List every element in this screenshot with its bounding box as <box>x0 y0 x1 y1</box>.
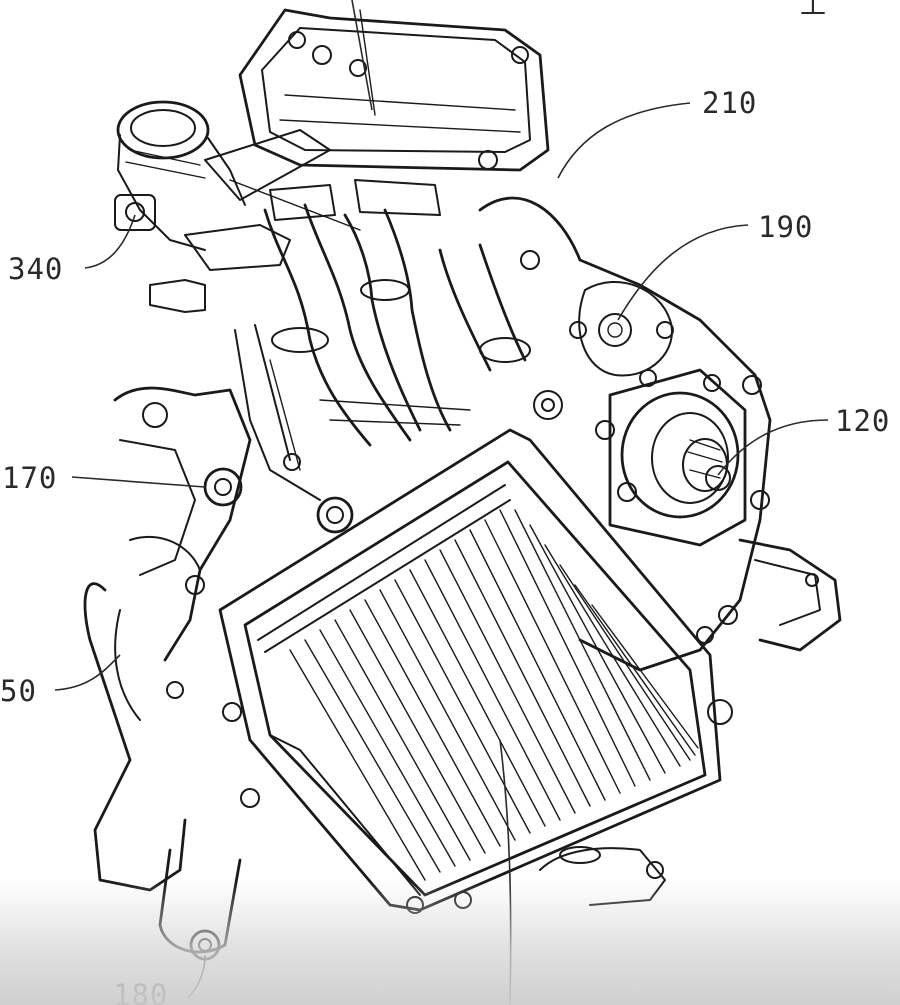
leader-190 <box>617 224 749 321</box>
transmission-cover <box>738 538 842 652</box>
throttle-body <box>114 100 361 313</box>
leader-340 <box>84 214 136 269</box>
water-pump-housing <box>478 196 772 672</box>
label-170: 170 <box>2 461 57 495</box>
coolant-hoses <box>263 179 531 447</box>
label-210: 210 <box>702 86 757 120</box>
leader-top <box>351 0 373 111</box>
leader-210 <box>557 102 691 179</box>
label-340: 340 <box>8 252 63 286</box>
radiator-fins <box>289 509 699 881</box>
label-120: 120 <box>835 404 890 438</box>
cylinder-head-cover <box>238 8 550 172</box>
engine-assembly <box>83 8 842 961</box>
label-150: 50 <box>0 674 37 708</box>
leader-lines <box>54 0 829 1005</box>
leader-170 <box>71 476 206 488</box>
label-190: 190 <box>758 210 813 244</box>
corner-mark: 工 <box>800 0 827 21</box>
crankcase-left <box>83 386 252 961</box>
bottom-shadow-overlay <box>0 880 900 1005</box>
radiator <box>218 428 733 914</box>
leader-150 <box>54 654 121 691</box>
output-shaft-flange <box>595 368 747 547</box>
engine-block <box>234 324 666 906</box>
leader-120 <box>717 419 829 476</box>
